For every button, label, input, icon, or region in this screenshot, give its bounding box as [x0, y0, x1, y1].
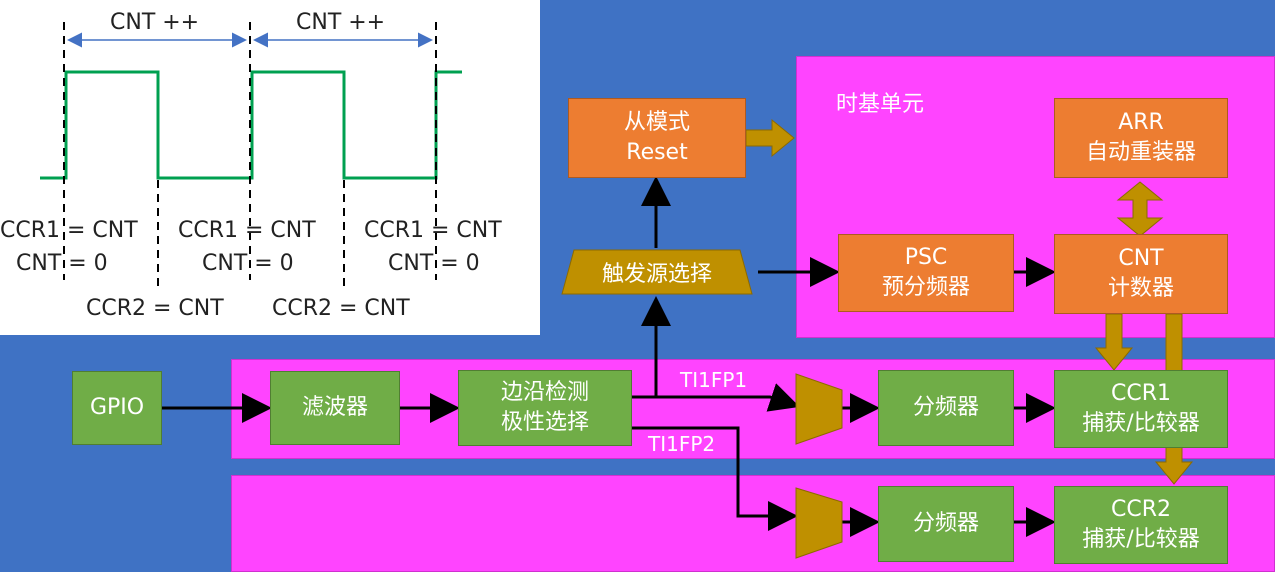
- ccr1-eq-cnt-label-a: CCR1 = CNT: [0, 218, 138, 243]
- ccr1-block: CCR1 捕获/比较器: [1054, 370, 1228, 448]
- slave-mode-label: 从模式: [623, 110, 690, 135]
- waveform-dashed-markers: [63, 22, 437, 290]
- cnt-desc-label: 计数器: [1107, 276, 1174, 301]
- prescaler-label-2: 分频器: [912, 511, 979, 536]
- cnt-block: CNT 计数器: [1054, 234, 1228, 314]
- ccr2-label: CCR2: [1110, 497, 1171, 522]
- arr-cnt-double-arrow: [1116, 181, 1164, 237]
- prescaler-label-1: 分频器: [912, 395, 979, 420]
- time-base-title: 时基单元: [836, 92, 925, 117]
- cnt-zero-label-b: CNT = 0: [202, 251, 294, 276]
- prescaler-block-2: 分频器: [878, 486, 1014, 562]
- ccr2-desc-label: 捕获/比较器: [1082, 527, 1200, 552]
- trigger-selector-shape: [561, 249, 753, 295]
- edge-detect-label: 边沿检测: [500, 380, 589, 405]
- waveform-signal: [40, 70, 462, 180]
- ti1fp1-path: [632, 383, 800, 412]
- mux2-shape: [795, 487, 843, 559]
- psc-label: PSC: [904, 245, 948, 270]
- cnt-label: CNT: [1118, 246, 1164, 271]
- prescaler-block-1: 分频器: [878, 370, 1014, 446]
- cnt-increment-label-2: CNT ++: [296, 10, 386, 35]
- cnt-to-ccr1-arrow: [1094, 313, 1134, 371]
- waveform-panel: [0, 0, 540, 335]
- arr-block: ARR 自动重装器: [1054, 98, 1228, 178]
- cnt-increment-label-1: CNT ++: [110, 10, 200, 35]
- slave-reset-label: Reset: [626, 140, 688, 165]
- mux1-shape: [795, 373, 843, 445]
- slave-mode-block: 从模式 Reset: [568, 98, 746, 178]
- ccr2-block: CCR2 捕获/比较器: [1054, 486, 1228, 564]
- arr-label: ARR: [1118, 110, 1164, 135]
- slave-to-timebase-arrow: [745, 118, 795, 158]
- ccr1-eq-cnt-label-c: CCR1 = CNT: [364, 218, 502, 243]
- cnt-zero-label-c: CNT = 0: [388, 251, 480, 276]
- gpio-block: GPIO: [72, 371, 162, 445]
- cnt-zero-label-a: CNT = 0: [16, 251, 108, 276]
- ccr1-eq-cnt-label-b: CCR1 = CNT: [178, 218, 316, 243]
- filter-block: 滤波器: [270, 371, 400, 445]
- psc-block: PSC 预分频器: [838, 234, 1014, 312]
- polarity-select-label: 极性选择: [500, 410, 589, 435]
- gpio-label: GPIO: [89, 395, 145, 420]
- ccr1-desc-label: 捕获/比较器: [1082, 411, 1200, 436]
- ccr2-eq-cnt-label-a: CCR2 = CNT: [86, 296, 224, 321]
- ti1fp1-label: TI1FP1: [680, 368, 748, 392]
- ti1fp2-label: TI1FP2: [648, 432, 716, 456]
- filter-label: 滤波器: [301, 395, 368, 420]
- arr-desc-label: 自动重装器: [1085, 140, 1196, 165]
- edge-polarity-block: 边沿检测 极性选择: [458, 370, 632, 446]
- ccr2-eq-cnt-label-b: CCR2 = CNT: [272, 296, 410, 321]
- ccr1-label: CCR1: [1110, 381, 1171, 406]
- trigger-select-label: 触发源选择: [601, 262, 712, 287]
- ti1fp2-path: [632, 426, 798, 531]
- psc-desc-label: 预分频器: [881, 275, 970, 300]
